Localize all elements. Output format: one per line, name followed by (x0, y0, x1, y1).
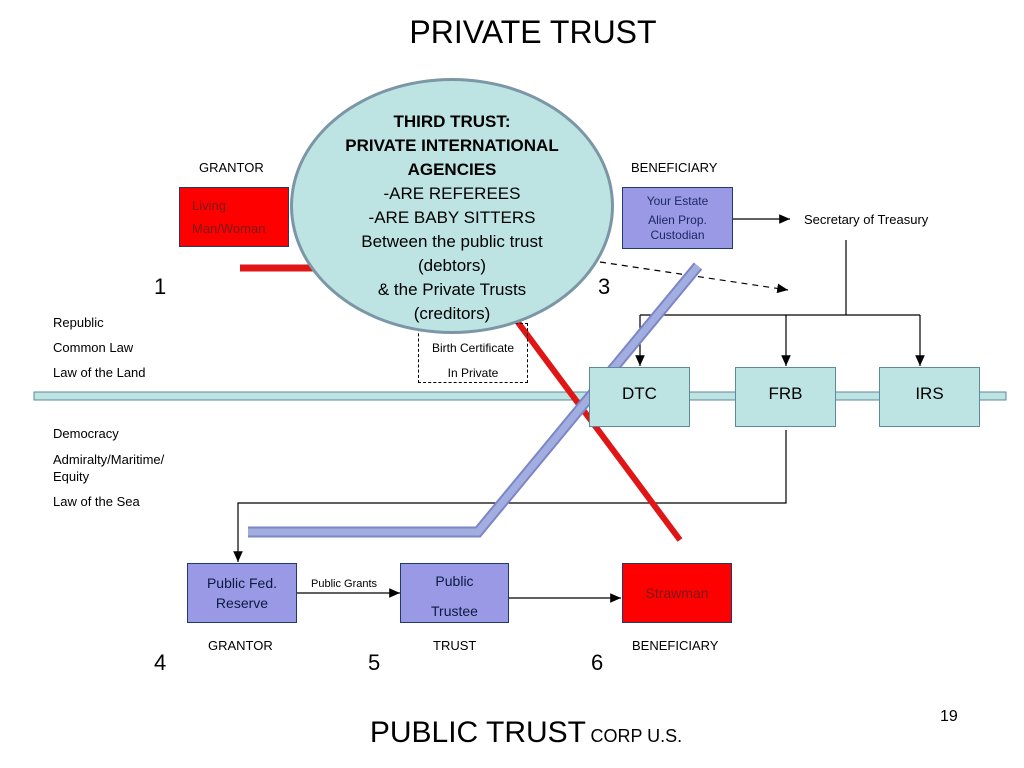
estate-line3: Custodian (650, 227, 705, 242)
public-trustee-line2: Trustee (431, 603, 478, 619)
oval-line8: & the Private Trusts (377, 280, 527, 299)
irs-label: IRS (915, 384, 944, 403)
oval-line7: (debtors) (417, 256, 487, 275)
line-frb-to-fed (233, 430, 787, 562)
birth-certificate-box: Birth Certificate In Private (418, 323, 528, 383)
label-admiralty-maritime: Admiralty/Maritime/ (53, 452, 165, 467)
public-trustee-box: Public Trustee (400, 563, 509, 623)
oval-line4: -ARE REFEREES (383, 184, 521, 203)
birth-cert-line2: In Private (447, 366, 499, 380)
footer-title-main: PUBLIC TRUST (369, 716, 586, 749)
label-law-of-the-sea: Law of the Sea (53, 494, 140, 509)
dashed-arrow (599, 261, 789, 294)
strawman-box: Strawman (622, 563, 732, 623)
public-grants-label: Public Grants (311, 578, 378, 590)
divider-band (33, 391, 1007, 401)
number-6: 6 (591, 650, 604, 675)
beneficiary-label-bottom: BENEFICIARY (632, 638, 719, 653)
dtc-box: DTC (589, 367, 690, 427)
birth-cert-line1: Birth Certificate (431, 341, 515, 355)
your-estate-box: Your Estate Alien Prop. Custodian (622, 187, 733, 249)
oval-line3: AGENCIES (407, 160, 497, 179)
estate-line2: Alien Prop. (648, 212, 707, 227)
strawman-label: Strawman (645, 585, 709, 601)
public-fed-line1: Public Fed. (206, 575, 278, 591)
oval-line5: -ARE BABY SITTERS (368, 208, 536, 227)
footer-title: PUBLIC TRUST CORP U.S. (0, 716, 1024, 750)
irs-box: IRS (879, 367, 980, 427)
third-trust-text: THIRD TRUST: PRIVATE INTERNATIONAL AGENC… (310, 110, 594, 326)
number-5: 5 (368, 650, 381, 675)
living-line1: Living (192, 198, 226, 213)
oval-line6: Between the public trust (361, 232, 543, 251)
trust-label-bottom: TRUST (433, 638, 477, 653)
grantor-label-top: GRANTOR (199, 160, 264, 175)
living-man-woman-box: Living Man/Woman (179, 187, 289, 247)
estate-line1: Your Estate (646, 193, 709, 208)
footer-title-small: CORP U.S. (590, 726, 683, 746)
label-common-law: Common Law (53, 340, 134, 355)
label-equity: Equity (53, 469, 90, 484)
frb-box: FRB (735, 367, 836, 427)
page-title: PRIVATE TRUST (409, 14, 657, 50)
beneficiary-label-top: BENEFICIARY (631, 160, 718, 175)
public-trustee-line1: Public (435, 573, 474, 589)
number-3: 3 (598, 274, 611, 299)
frb-label: FRB (768, 384, 803, 403)
public-fed-line2: Reserve (215, 595, 269, 611)
label-law-of-the-land: Law of the Land (53, 365, 146, 380)
label-democracy: Democracy (53, 426, 119, 441)
slide-number: 19 (940, 708, 958, 725)
label-republic: Republic (53, 315, 104, 330)
blue-connector-fill (248, 263, 701, 536)
number-1: 1 (154, 274, 167, 299)
oval-line1: THIRD TRUST: (393, 112, 511, 131)
number-4: 4 (154, 650, 167, 675)
living-line2: Man/Woman (192, 221, 266, 236)
dtc-label: DTC (622, 384, 657, 403)
oval-line9: (creditors) (413, 304, 491, 323)
secretary-of-treasury: Secretary of Treasury (804, 212, 929, 227)
oval-line2: PRIVATE INTERNATIONAL (345, 136, 559, 155)
grantor-label-bottom: GRANTOR (208, 638, 273, 653)
third-trust-oval (290, 78, 614, 334)
public-fed-reserve-box: Public Fed. Reserve (187, 563, 297, 623)
